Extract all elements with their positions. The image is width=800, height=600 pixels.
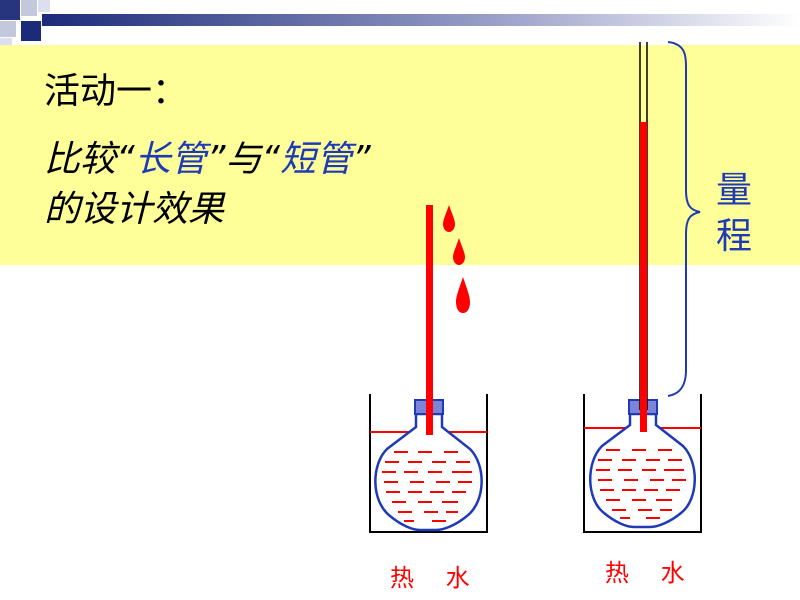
header-gradient-bar [42, 14, 800, 26]
highlight-band [0, 45, 800, 265]
beaker-right [583, 394, 702, 533]
liquid-left [382, 451, 472, 522]
subtitle-quote: ” [352, 139, 371, 180]
slide-subtitle: 比较“长管”与“短管” 的设计效果 [44, 135, 371, 235]
range-brace [667, 41, 701, 397]
long-tube-apparatus [583, 41, 702, 533]
deco-square [38, 0, 50, 12]
range-label: 量 程 [710, 168, 758, 260]
deco-square [21, 21, 41, 41]
deco-square [0, 21, 16, 37]
beaker-left [369, 394, 488, 533]
deco-square [0, 38, 12, 46]
short-tube-liquid [426, 205, 433, 435]
range-label-char: 量 [715, 170, 752, 211]
range-label-char: 程 [715, 216, 752, 257]
hot-water-label-left: 热 水 [390, 564, 482, 592]
subtitle-connector: ”与“ [206, 139, 280, 180]
subtitle-text: 比较 [44, 139, 117, 180]
long-tube-term: 长管 [134, 139, 207, 180]
header-decoration [0, 0, 800, 46]
subtitle-line-1: 比较“长管”与“短管” [44, 135, 371, 185]
slide-title: 活动一： [44, 71, 189, 112]
overflow-drop [456, 277, 470, 313]
deco-square [21, 0, 37, 16]
subtitle-line-2: 的设计效果 [44, 189, 225, 230]
subtitle-quote: “ [116, 139, 135, 180]
hot-water-label-right: 热 水 [605, 559, 697, 587]
long-tube-liquid [640, 122, 647, 432]
liquid-right [596, 449, 686, 519]
short-tube-apparatus [369, 205, 488, 533]
overflow-drop [443, 205, 455, 232]
short-tube-term: 短管 [280, 139, 353, 180]
overflow-drop [453, 238, 465, 265]
deco-square [0, 0, 20, 20]
